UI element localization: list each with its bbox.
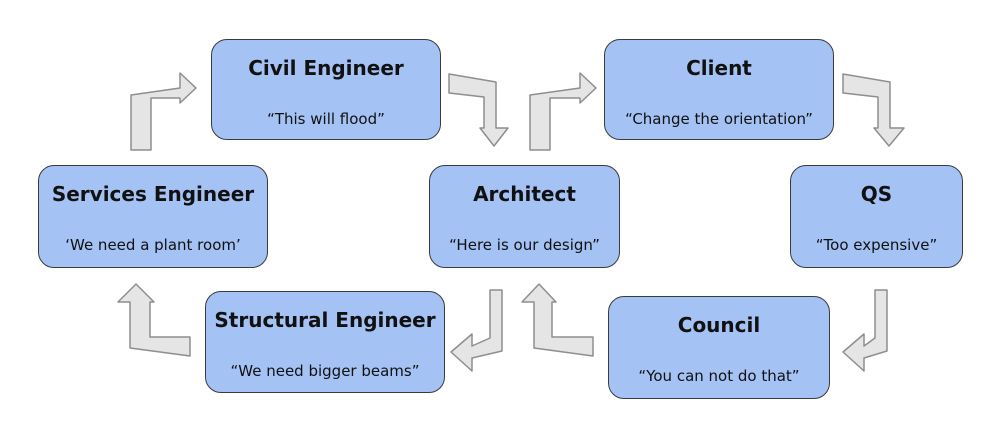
qs-box: QS “Too expensive” bbox=[790, 165, 963, 268]
client-box: Client “Change the orientation” bbox=[604, 39, 834, 140]
arrow-structural-to-services bbox=[117, 283, 191, 357]
services-engineer-box: Services Engineer ‘We need a plant room’ bbox=[38, 165, 268, 268]
civil-engineer-box: Civil Engineer “This will flood” bbox=[211, 39, 441, 140]
structural-engineer-title: Structural Engineer bbox=[214, 308, 436, 332]
arrow-architect-to-client bbox=[529, 72, 597, 151]
arrow-client-to-qs bbox=[842, 73, 905, 147]
structural-engineer-box: Structural Engineer “We need bigger beam… bbox=[205, 291, 445, 393]
council-title: Council bbox=[677, 313, 761, 337]
structural-engineer-quote: “We need bigger beams” bbox=[230, 362, 420, 380]
services-engineer-quote: ‘We need a plant room’ bbox=[65, 236, 241, 254]
services-engineer-title: Services Engineer bbox=[51, 182, 255, 206]
architect-box: Architect “Here is our design” bbox=[429, 165, 620, 268]
qs-quote: “Too expensive” bbox=[815, 236, 938, 254]
council-box: Council “You can not do that” bbox=[608, 296, 830, 399]
council-quote: “You can not do that” bbox=[638, 367, 800, 385]
qs-title: QS bbox=[860, 182, 893, 206]
architect-quote: “Here is our design” bbox=[449, 236, 600, 254]
civil-engineer-title: Civil Engineer bbox=[248, 56, 404, 80]
arrow-council-to-architect bbox=[521, 283, 594, 357]
architect-title: Architect bbox=[473, 182, 576, 206]
arrow-architect-to-structural bbox=[450, 289, 503, 372]
client-quote: “Change the orientation” bbox=[625, 110, 813, 128]
civil-engineer-quote: “This will flood” bbox=[267, 110, 385, 128]
arrow-services-to-civil bbox=[130, 72, 197, 151]
arrow-qs-to-council bbox=[842, 289, 888, 372]
arrow-civil-to-architect bbox=[448, 73, 509, 147]
client-title: Client bbox=[686, 56, 752, 80]
